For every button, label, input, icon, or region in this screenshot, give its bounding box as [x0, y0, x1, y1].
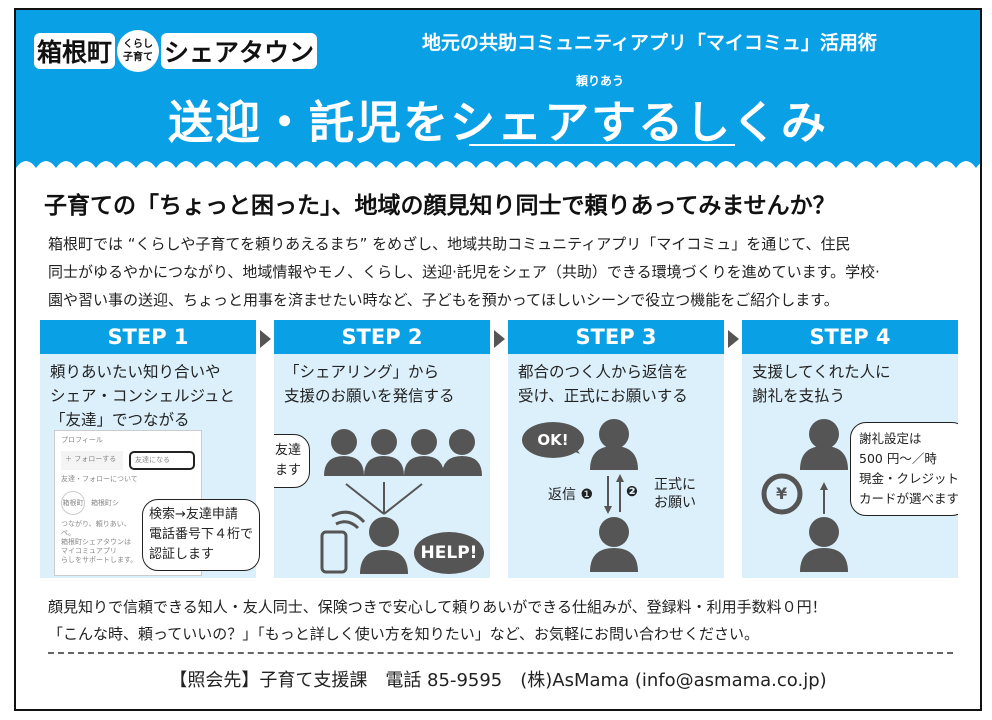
- step-3: STEP 3 都合のつく人から返信を受け、正式にお願いする OK! 返信 ❶ ❷…: [508, 320, 724, 578]
- step-text: 「シェアリング」から支援のお願いを発信する: [284, 360, 455, 408]
- title-underline: [469, 144, 735, 146]
- dashed-divider: [48, 652, 953, 654]
- flyer: 箱根町 くらし子育て シェアタウン 地元の共助コミュニティアプリ「マイコミュ」活…: [14, 8, 982, 711]
- step-text-line: 都合のつく人から返信を: [518, 363, 689, 381]
- speech-bubble: 検索→友達申請電話番号下４桁で認証します: [142, 499, 261, 571]
- step-text-line: シェア・コンシェルジュと: [50, 387, 235, 405]
- profile-line: マイコミュアプリ: [61, 547, 117, 555]
- header-banner: 箱根町 くらし子育て シェアタウン 地元の共助コミュニティアプリ「マイコミュ」活…: [16, 10, 980, 178]
- app-note: 友達・フォローについて: [61, 475, 138, 483]
- step-label: STEP 1: [40, 320, 256, 354]
- bubble-line: 検索→友達申請: [149, 507, 238, 522]
- logo-badge-line1: くらし: [123, 39, 154, 50]
- bubble-line: から選べます: [274, 463, 302, 478]
- wave-border: [16, 161, 980, 178]
- intro-line: 園や習い事の送迎、ちょっと用事を済ませたい時など、子どもを預かってほしいシーンで…: [48, 291, 839, 309]
- step-label: STEP 3: [508, 320, 724, 354]
- step-panel: 頼りあいたい知り合いやシェア・コンシェルジュと「友達」でつながる プロフィール …: [40, 354, 261, 578]
- footer-text: 顔見知りで信頼できる知人・友人同士、保険つきで安心して頼りあいができる仕組みが、…: [48, 594, 827, 648]
- follow-button: ＋ フォローする: [61, 451, 123, 470]
- step-4: STEP 4 支援してくれた人に謝礼を支払う ¥ 謝礼設定は 500 円〜／時現金…: [742, 320, 958, 578]
- footer-line: 顔見知りで信頼できる知人・友人同士、保険つきで安心して頼りあいができる仕組みが、…: [48, 598, 827, 616]
- intro-line: 同士がゆるやかにつながり、地域情報やモノ、くらし、送迎·託児をシェア（共助）でき…: [48, 263, 880, 281]
- bubble-line: 認証します: [149, 547, 215, 562]
- friend-button: 友達になる: [129, 451, 195, 470]
- step-1: STEP 1 頼りあいたい知り合いやシェア・コンシェルジュと「友達」でつながる …: [40, 320, 261, 578]
- bubble-line: 発信先は友達: [274, 443, 302, 458]
- bubble-line: 謝礼設定は: [859, 431, 922, 446]
- step-text: 支援してくれた人に謝礼を支払う: [752, 360, 891, 408]
- people-exchange-icon: [566, 419, 638, 572]
- profile-line: ペ。: [61, 529, 75, 537]
- title-part2: シェアする: [450, 96, 686, 149]
- step-text-line: 「シェアリング」から: [284, 363, 440, 381]
- title-ruby: 頼りあう: [576, 74, 625, 88]
- logo-town: 箱根町: [34, 33, 116, 69]
- reply-text: 返信: [548, 487, 576, 503]
- step-text-line: 謝礼を支払う: [752, 387, 846, 405]
- step-panel: 都合のつく人から返信を受け、正式にお願いする OK! 返信 ❶ ❷ 正式にお願い: [508, 354, 724, 578]
- step-text-line: 頼りあいたい知り合いや: [50, 363, 221, 381]
- profile-line: つながり、頼りあい、: [61, 520, 131, 528]
- headline: 子育ての「ちょっと困った」、地域の顔見知り同士で頼りあってみませんか？: [44, 193, 836, 219]
- step-arrow-icon: [494, 330, 505, 348]
- page-title: 送迎・託児をシェアするしくみ: [16, 86, 980, 151]
- footer-line: 「こんな時、頼っていいの？」「もっと詳しく使い方を知りたい」など、お気軽にお問い…: [48, 625, 760, 643]
- bubble-line: カードが選べます: [859, 491, 958, 506]
- title-part1: 送迎・託児を: [168, 96, 451, 149]
- step-text: 頼りあいたい知り合いやシェア・コンシェルジュと「友達」でつながる: [50, 360, 235, 432]
- contact-info: 【照会先】子育て支援課 電話 85-9595 (株)AsMama (info@a…: [169, 670, 827, 691]
- people-payment-icon: [761, 419, 848, 572]
- intro-text: 箱根町では “くらしや子育てを頼りあえるまち” をめざし、地域共助コミュニティア…: [48, 230, 880, 314]
- profile-name: 箱根町シ: [91, 498, 119, 507]
- profile-line: 箱根町シェアタウンは: [61, 538, 131, 546]
- step-number-2: ❷: [626, 484, 638, 500]
- yen-icon: ¥: [776, 484, 788, 503]
- speech-bubble: 発信先は友達から選べます: [274, 434, 311, 488]
- step-text-line: 受け、正式にお願いする: [518, 387, 688, 405]
- ok-bubble: OK!: [522, 422, 584, 458]
- subtitle: 地元の共助コミュニティアプリ「マイコミュ」活用術: [422, 32, 877, 54]
- intro-line: 箱根町では “くらしや子育てを頼りあえるまち” をめざし、地域共助コミュニティア…: [48, 235, 851, 253]
- logo-name: シェアタウン: [161, 33, 318, 69]
- bubble-line: 現金・クレジット: [859, 471, 958, 486]
- reply-label: 返信 ❶: [548, 484, 593, 504]
- request-label: 正式にお願い: [654, 476, 696, 512]
- avatar: 箱根町: [61, 491, 85, 515]
- people-network-icon: [320, 429, 482, 574]
- step-text-line: 支援してくれた人に: [752, 363, 891, 381]
- step-arrow-icon: [260, 330, 271, 348]
- logo-badge: くらし子育て: [117, 30, 160, 72]
- profile-line: らしをサポートします。: [61, 556, 138, 564]
- step-label: STEP 2: [274, 320, 490, 354]
- logo-badge-line2: 子育て: [123, 52, 154, 63]
- step-label: STEP 4: [742, 320, 958, 354]
- step-text-line: 「友達」でつながる: [50, 411, 190, 429]
- bubble-line: 電話番号下４桁で: [149, 527, 254, 542]
- step-panel: 支援してくれた人に謝礼を支払う ¥ 謝礼設定は 500 円〜／時現金・クレジットカ…: [742, 354, 958, 578]
- bubble-line: 500 円〜／時: [859, 451, 937, 466]
- logo: 箱根町 くらし子育て シェアタウン: [34, 30, 318, 72]
- request-line: お願い: [654, 495, 696, 511]
- step-number-1: ❶: [580, 487, 594, 503]
- step-arrow-icon: [728, 330, 739, 348]
- request-line: 正式に: [654, 477, 696, 493]
- app-header: プロフィール: [61, 436, 103, 444]
- title-part3: しくみ: [685, 96, 828, 149]
- step-text-line: 支援のお願いを発信する: [284, 387, 455, 405]
- step-text: 都合のつく人から返信を受け、正式にお願いする: [518, 360, 689, 408]
- speech-bubble: 謝礼設定は 500 円〜／時現金・クレジットカードが選べます: [850, 422, 958, 516]
- help-bubble: HELP!: [414, 532, 484, 574]
